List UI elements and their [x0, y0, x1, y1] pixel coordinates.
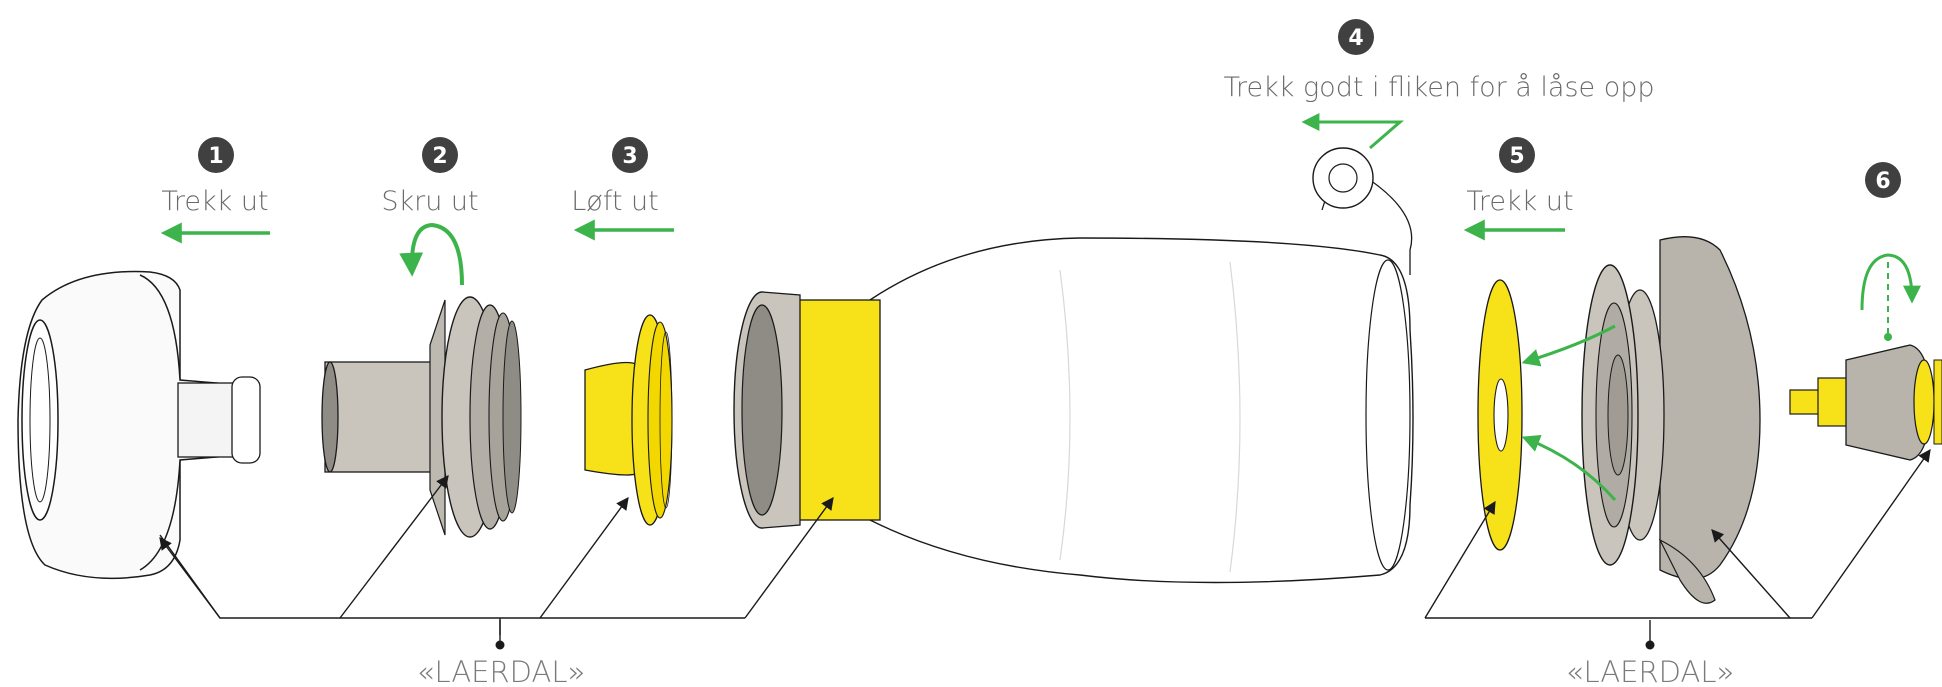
- step-2-label: Skru ut: [381, 186, 478, 217]
- arrow-left-icon: [1305, 122, 1400, 148]
- brand-label-left: «LAERDAL»: [417, 655, 585, 687]
- yellow-membrane-part: [1478, 280, 1522, 550]
- inlet-housing-part: [1582, 237, 1760, 604]
- svg-text:5: 5: [1509, 144, 1524, 169]
- step-4: 4 Trekk godt i fliken for å låse opp: [1223, 19, 1654, 103]
- svg-text:4: 4: [1348, 26, 1363, 51]
- step-6: 6: [1865, 162, 1901, 198]
- valve-housing-part: [322, 297, 521, 537]
- yellow-valve-part: [585, 315, 672, 525]
- step-3-label: Løft ut: [571, 186, 658, 217]
- step-5: 5 Trekk ut: [1466, 137, 1573, 217]
- step-5-label: Trekk ut: [1466, 186, 1573, 217]
- brand-label-right: «LAERDAL»: [1566, 655, 1734, 687]
- rotate-ccw-icon: [412, 225, 462, 285]
- step-2: 2 Skru ut: [381, 137, 478, 217]
- svg-text:3: 3: [622, 144, 637, 169]
- step-3: 3 Løft ut: [571, 137, 658, 217]
- step-1: 1 Trekk ut: [161, 137, 268, 217]
- valve-cap-part: [1790, 345, 1942, 460]
- face-mask-part: [18, 272, 260, 579]
- step-4-label: Trekk godt i fliken for å låse opp: [1223, 72, 1654, 103]
- svg-text:6: 6: [1875, 169, 1890, 194]
- svg-text:2: 2: [432, 144, 447, 169]
- bag-body-part: [734, 148, 1413, 583]
- svg-text:1: 1: [208, 144, 223, 169]
- step-1-label: Trekk ut: [161, 186, 268, 217]
